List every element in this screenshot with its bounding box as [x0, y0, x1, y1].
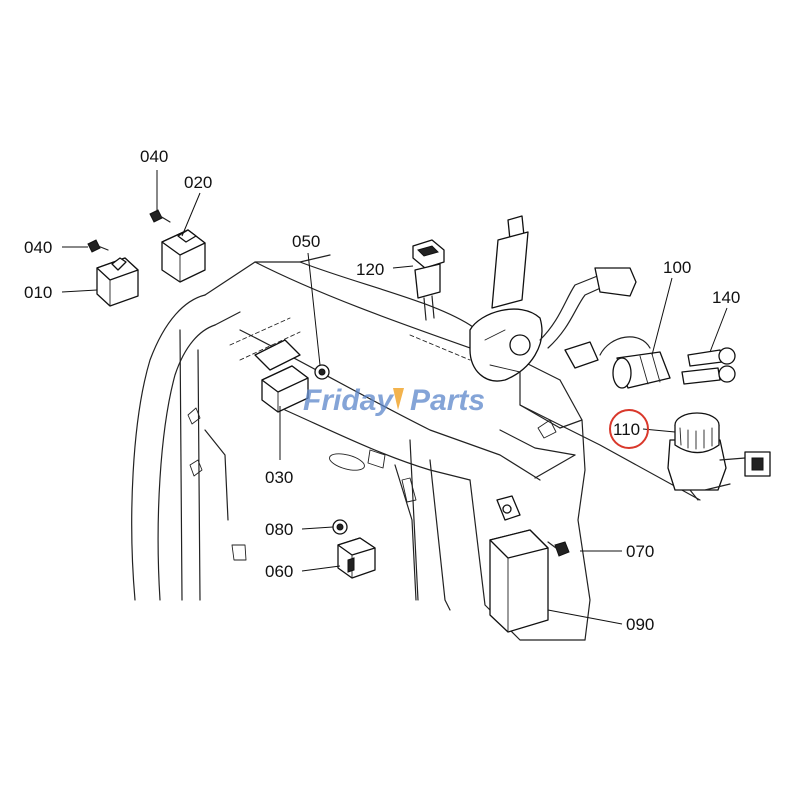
- part-100-socket: [564, 336, 671, 389]
- callout-110-highlight-ring: [609, 409, 649, 449]
- part-140-keys: [681, 347, 736, 385]
- leader-lines: [61, 170, 728, 625]
- callout-120: 120: [356, 260, 384, 279]
- steering-column: [469, 215, 637, 382]
- callout-040-left: 040: [24, 238, 52, 257]
- part-060-relay: [337, 537, 376, 579]
- callout-140: 140: [712, 288, 740, 307]
- part-010-relay: [96, 257, 139, 307]
- watermark-text-friday: Friday: [303, 384, 394, 417]
- part-030-flasher: [254, 339, 309, 413]
- watermark-text-parts: Parts: [410, 384, 485, 417]
- callout-090: 090: [626, 615, 654, 634]
- callout-060: 060: [265, 562, 293, 581]
- part-120-switch: [412, 239, 445, 321]
- part-050-nut: [314, 364, 330, 380]
- callout-100: 100: [663, 258, 691, 277]
- part-070-bolt: [547, 541, 570, 557]
- part-020-relay: [161, 229, 206, 283]
- part-110-key-switch: [667, 412, 771, 501]
- callout-030: 030: [265, 468, 293, 487]
- callout-020: 020: [184, 173, 212, 192]
- callout-050: 050: [292, 232, 320, 251]
- part-040-screw-a: [87, 239, 109, 253]
- callout-070: 070: [626, 542, 654, 561]
- callout-040-top: 040: [140, 147, 168, 166]
- frame-outline: [131, 254, 701, 641]
- callout-110: 110: [613, 420, 640, 439]
- watermark-logo: Friday Parts: [303, 384, 485, 417]
- watermark-accent-icon: [393, 388, 404, 410]
- part-040-screw-b: [149, 209, 171, 223]
- callout-labels: 010 020 030 040 040 050 060 070 080 090 …: [24, 147, 740, 634]
- part-080-nut: [332, 519, 348, 535]
- part-090-module: [489, 495, 549, 633]
- callout-010: 010: [24, 283, 52, 302]
- callout-080: 080: [265, 520, 293, 539]
